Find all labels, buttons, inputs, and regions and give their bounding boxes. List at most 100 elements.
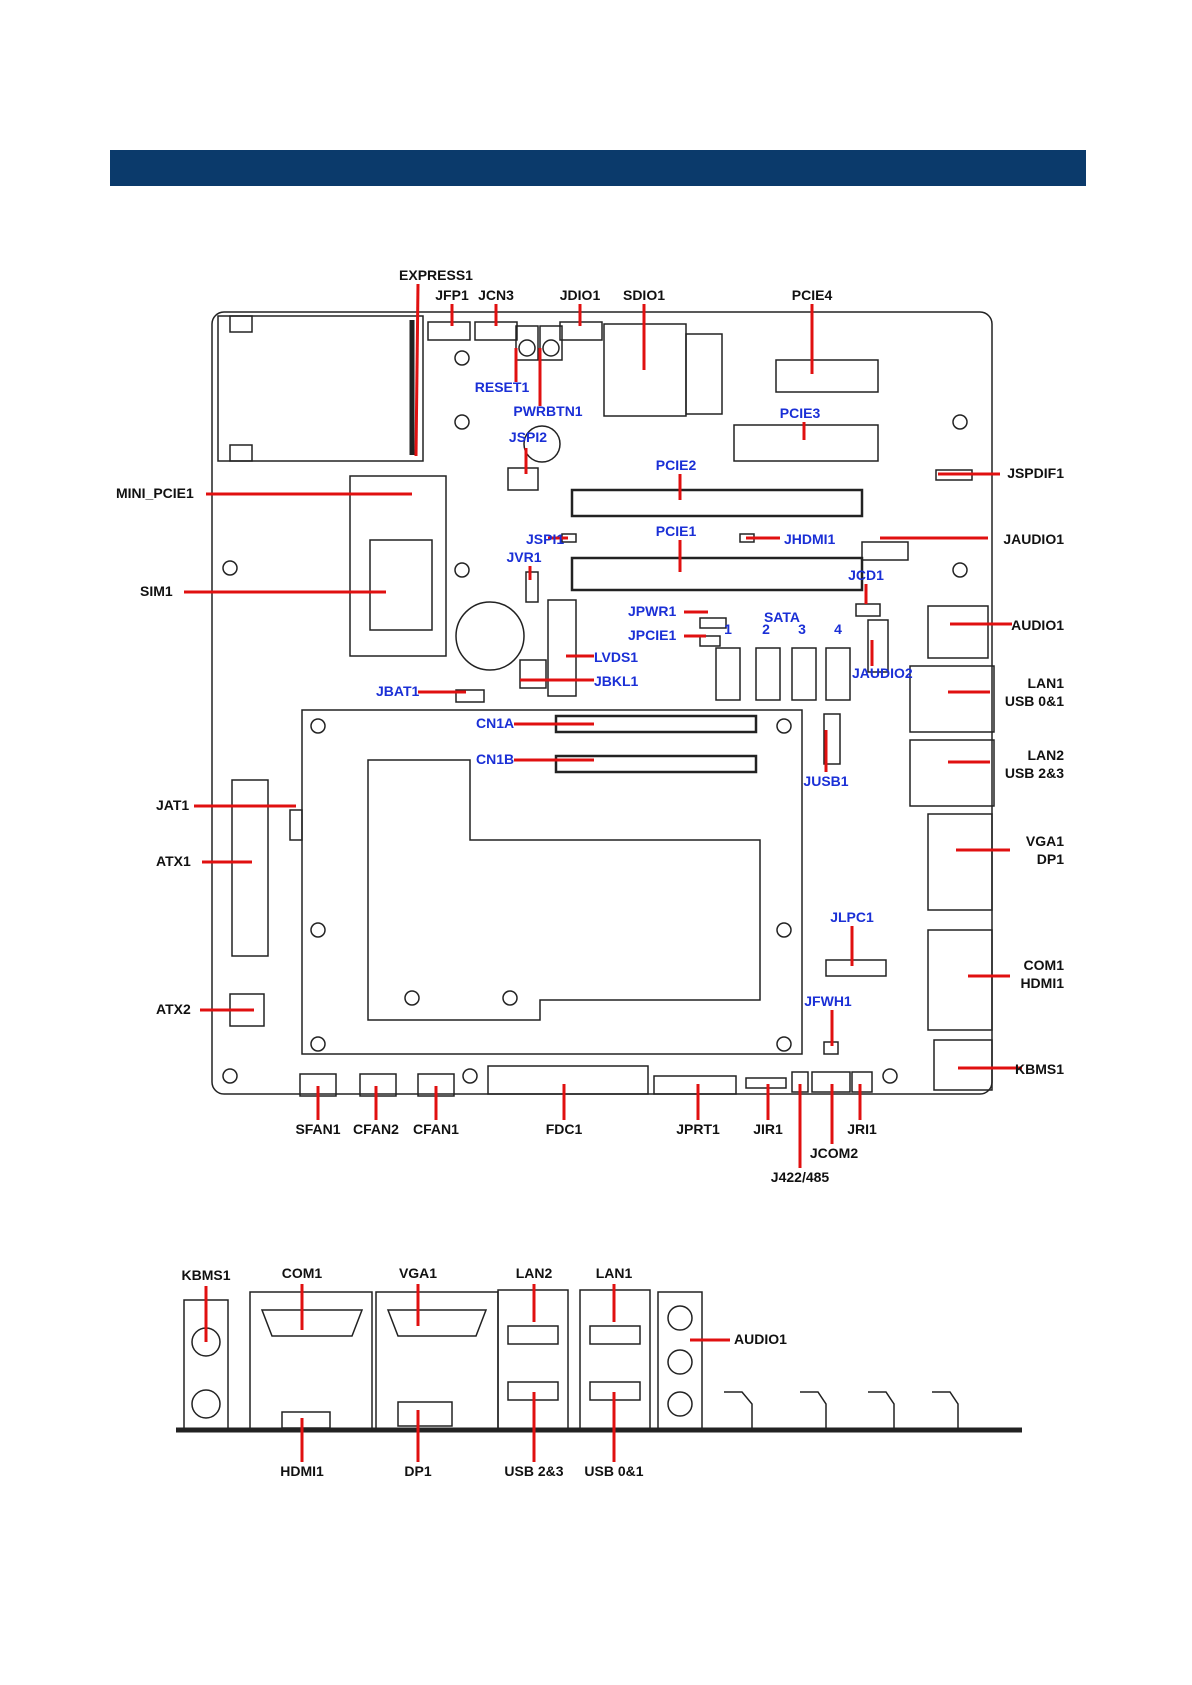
label-j422485: J422/485 [771, 1169, 830, 1185]
pcie4-connector [775, 359, 879, 393]
cn1b-connector [554, 754, 758, 774]
jaudio1-header [861, 541, 909, 561]
label-jdio1: JDIO1 [560, 287, 601, 303]
label-express1: EXPRESS1 [399, 267, 473, 283]
label-jprt1: JPRT1 [676, 1121, 720, 1137]
rear-io-drawing [176, 1289, 1022, 1433]
label-jlpc1: JLPC1 [830, 909, 874, 925]
label-jfp1: JFP1 [435, 287, 469, 303]
label-cn1b: CN1B [476, 751, 514, 767]
label-jspi2: JSPI2 [509, 429, 547, 445]
label-lvds1: LVDS1 [594, 649, 638, 665]
label-atx1: ATX1 [156, 853, 191, 869]
sata2-port [755, 647, 781, 701]
com1-hdmi1-block [927, 929, 993, 1031]
io-com1-hdmi1-connector [249, 1291, 373, 1431]
label-audio1: AUDIO1 [1011, 617, 1064, 633]
sim1-holder [369, 539, 433, 631]
label-io-kbms1: KBMS1 [181, 1267, 230, 1283]
label-io-lan2: LAN2 [516, 1265, 553, 1281]
label-mini-pcie1: MINI_PCIE1 [116, 485, 194, 501]
label-sim1: SIM1 [140, 583, 173, 599]
label-jri1: JRI1 [847, 1121, 877, 1137]
label-io-dp1: DP1 [404, 1463, 431, 1479]
cpu-module-outline [301, 709, 803, 1055]
label-sata: SATA [764, 609, 800, 625]
label-jspi1: JSPI1 [526, 531, 564, 547]
reset1-button [515, 325, 539, 361]
label-jpcie1: JPCIE1 [628, 627, 676, 643]
vga1-dp1-block [927, 813, 993, 911]
board-drawing [211, 311, 995, 1097]
label-io-lan1: LAN1 [596, 1265, 633, 1281]
label-io-usb23: USB 2&3 [504, 1463, 563, 1479]
pwrbtn1-button [539, 325, 563, 361]
label-com1: COM1 [1024, 957, 1065, 973]
label-jpwr1: JPWR1 [628, 603, 676, 619]
label-fdc1: FDC1 [546, 1121, 583, 1137]
io-audio1-connector [657, 1291, 703, 1431]
leader-lines [184, 283, 1022, 1462]
label-lan1: LAN1 [1027, 675, 1064, 691]
label-jat1: JAT1 [156, 797, 189, 813]
label-sata-3: 3 [798, 621, 806, 637]
label-sata-4: 4 [834, 621, 842, 637]
label-usb01: USB 0&1 [1005, 693, 1064, 709]
lvds1-connector [547, 599, 577, 697]
label-pcie4: PCIE4 [792, 287, 833, 303]
label-pcie3: PCIE3 [780, 405, 821, 421]
pcie3-connector [733, 424, 879, 462]
label-io-vga1: VGA1 [399, 1265, 437, 1281]
label-jusb1: JUSB1 [803, 773, 848, 789]
label-hdmi1: HDMI1 [1020, 975, 1064, 991]
jcd1-header [855, 603, 881, 617]
sata1-port [715, 647, 741, 701]
label-jfwh1: JFWH1 [804, 993, 852, 1009]
label-sdio1: SDIO1 [623, 287, 665, 303]
label-lan2: LAN2 [1027, 747, 1064, 763]
kbms1-block [933, 1039, 993, 1091]
label-jcn3: JCN3 [478, 287, 514, 303]
label-dp1: DP1 [1037, 851, 1064, 867]
io-vga1-dp1-connector [375, 1291, 499, 1431]
jspi2-header [507, 467, 539, 491]
label-io-usb01: USB 0&1 [584, 1463, 643, 1479]
label-jaudio2: JAUDIO2 [852, 665, 913, 681]
fdc1-connector [487, 1065, 649, 1095]
label-jaudio1: JAUDIO1 [1003, 531, 1064, 547]
label-sata-1: 1 [724, 621, 732, 637]
label-io-com1: COM1 [282, 1265, 323, 1281]
section-header-bar [110, 150, 1086, 186]
label-jbkl1: JBKL1 [594, 673, 639, 689]
label-jcd1: JCD1 [848, 567, 884, 583]
cfan2-header [359, 1073, 397, 1097]
label-pcie2: PCIE2 [656, 457, 697, 473]
label-pcie1: PCIE1 [656, 523, 697, 539]
sata4-port [825, 647, 851, 701]
pcie2-slot [570, 488, 864, 518]
label-pwrbtn1: PWRBTN1 [513, 403, 582, 419]
label-cn1a: CN1A [476, 715, 514, 731]
label-kbms1: KBMS1 [1015, 1061, 1064, 1077]
label-jcom2: JCOM2 [810, 1145, 858, 1161]
atx1-connector [231, 779, 269, 957]
leader-express1 [414, 283, 420, 457]
label-io-hdmi1: HDMI1 [280, 1463, 324, 1479]
label-jvr1: JVR1 [506, 549, 541, 565]
jvr1-header [525, 571, 539, 603]
sata3-port [791, 647, 817, 701]
lan2-usb-block [909, 739, 995, 807]
label-cfan2: CFAN2 [353, 1121, 399, 1137]
express-card-slot [217, 315, 424, 462]
label-usb23: USB 2&3 [1005, 765, 1064, 781]
label-sata-2: 2 [762, 621, 770, 637]
audio1-jack-block [927, 605, 989, 659]
label-jbat1: JBAT1 [376, 683, 420, 699]
label-reset1: RESET1 [475, 379, 530, 395]
label-io-audio1: AUDIO1 [734, 1331, 787, 1347]
label-jhdmi1: JHDMI1 [784, 531, 836, 547]
label-atx2: ATX2 [156, 1001, 191, 1017]
jfp1-header [427, 321, 471, 341]
label-cfan1: CFAN1 [413, 1121, 459, 1137]
